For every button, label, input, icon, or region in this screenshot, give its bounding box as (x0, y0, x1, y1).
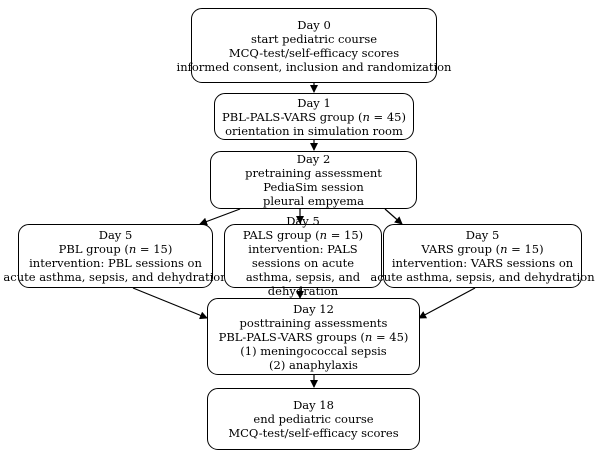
day2-line-2: PediaSim session (263, 180, 364, 194)
day1-box: Day 1 PBL-PALS-VARS group (n = 45) orien… (214, 93, 414, 140)
day2-line-1: pretraining assessment (245, 166, 382, 180)
day1-line-1: PBL-PALS-VARS group (n = 45) (222, 109, 406, 124)
day5-pbl-box: Day 5 PBL group (n = 15) intervention: P… (3, 224, 228, 288)
day5-pbl-line-3: acute asthma, sepsis, and dehydration (3, 270, 228, 284)
day0-line-1: start pediatric course (250, 31, 378, 46)
day5-pals-line-2: intervention: PALS sessions on acute ast… (245, 242, 361, 298)
day5-vars-title: Day 5 (465, 228, 500, 242)
day12-line-3: (1) meningococcal sepsis (240, 343, 387, 358)
day5-vars-line-3: acute asthma, sepsis, and dehydration (370, 270, 595, 284)
day2-title: Day 2 (296, 152, 331, 166)
day0-line-2: MCQ-test/self-efficacy scores (228, 45, 400, 60)
arrow-vars-day12 (418, 287, 476, 319)
day0-line-3: informed consent, inclusion and randomiz… (176, 59, 452, 74)
day2-box: Day 2 pretraining assessment PediaSim se… (210, 151, 417, 209)
day5-vars-box: Day 5 VARS group (n = 15) intervention: … (370, 224, 595, 288)
day18-line-1: end pediatric course (253, 412, 374, 426)
day0-box: Day 0 start pediatric course MCQ-test/se… (177, 8, 451, 83)
arrow-day2-pbl (199, 208, 241, 226)
day12-line-4: (2) anaphylaxis (269, 357, 358, 372)
day5-pals-title: Day 5 (286, 214, 320, 228)
day18-line-2: MCQ-test/self-efficacy scores (228, 426, 399, 440)
day18-title: Day 18 (293, 398, 334, 412)
day1-title: Day 1 (297, 95, 331, 110)
day12-line-2: PBL-PALS-VARS groups (n = 45) (218, 329, 409, 344)
day2-line-3: pleural empyema (262, 194, 365, 208)
arrow-day2-vars (384, 208, 403, 225)
day18-box: Day 18 end pediatric course MCQ-test/sel… (207, 388, 420, 450)
day12-title: Day 12 (293, 301, 334, 316)
day5-pbl-title: Day 5 (98, 228, 133, 242)
day5-vars-line-1: VARS group (n = 15) (421, 242, 544, 256)
day5-pbl-line-2: intervention: PBL sessions on (29, 256, 202, 270)
day5-pals-line-1: PALS group (n = 15) (242, 228, 364, 242)
arrow-pbl-day12 (132, 287, 208, 320)
day5-vars-line-2: intervention: VARS sessions on (391, 256, 574, 270)
day5-pals-box: Day 5 PALS group (n = 15) intervention: … (224, 214, 382, 298)
day0-title: Day 0 (297, 17, 331, 32)
day1-line-2: orientation in simulation room (225, 123, 403, 138)
day12-box: Day 12 posttraining assessments PBL-PALS… (207, 298, 420, 375)
day12-line-1: posttraining assessments (239, 315, 388, 330)
day5-pbl-line-1: PBL group (n = 15) (58, 242, 173, 256)
